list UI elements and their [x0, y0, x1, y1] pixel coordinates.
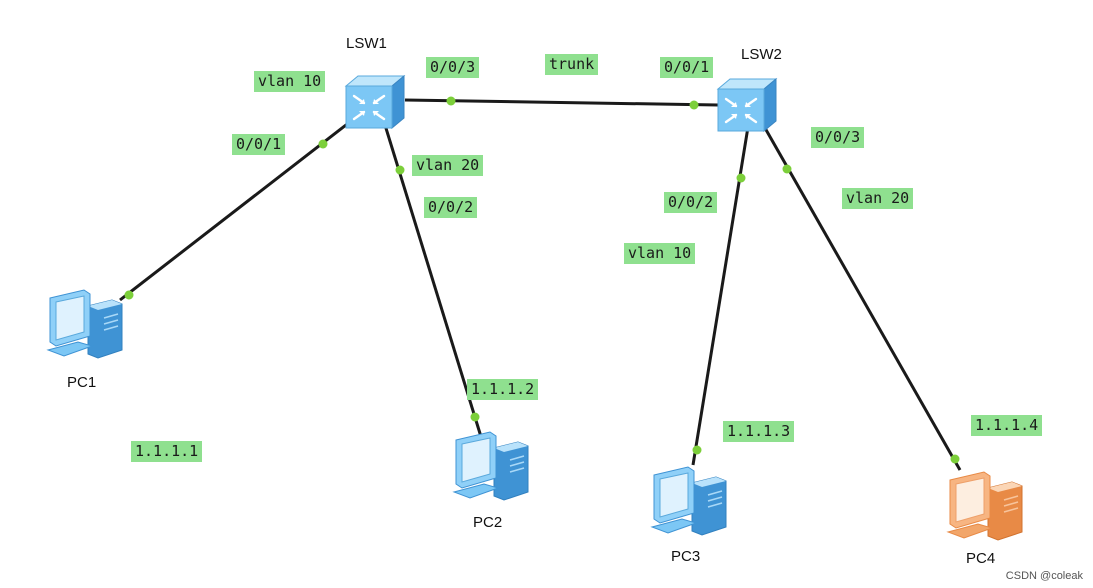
tag-lsw1-port-001: 0/0/1	[232, 134, 286, 155]
tag-lsw1-port-003: 0/0/3	[426, 57, 480, 78]
pc-label-pc4: PC4	[966, 550, 996, 567]
switch-label-lsw1: LSW1	[346, 35, 387, 52]
port-dot	[782, 164, 792, 174]
port-dot	[124, 290, 134, 300]
tag-lsw2-vlan20: vlan 20	[842, 188, 914, 209]
tag-lsw1-port-002: 0/0/2	[424, 197, 478, 218]
tag-lsw2-port-002: 0/0/2	[664, 192, 718, 213]
switch-icon[interactable]	[342, 72, 410, 132]
link-lsw2-pc4[interactable]	[763, 127, 962, 471]
port-dot	[395, 165, 405, 175]
tag-trunk: trunk	[545, 54, 599, 75]
switch-icon[interactable]	[714, 75, 782, 135]
link-lsw2-pc3[interactable]	[691, 126, 750, 466]
port-dot	[470, 412, 480, 422]
pc-label-pc3: PC3	[671, 548, 701, 565]
pc-label-pc1: PC1	[67, 374, 97, 391]
tag-lsw2-vlan10: vlan 10	[624, 243, 696, 264]
switch-label-lsw2: LSW2	[741, 46, 782, 63]
pc-icon[interactable]	[944, 470, 1026, 546]
link-lsw1-pc1[interactable]	[119, 116, 356, 302]
pc-icon[interactable]	[450, 430, 532, 506]
link-lsw1-lsw2[interactable]	[404, 98, 719, 107]
tag-pc2-ip: 1.1.1.2	[467, 379, 539, 400]
tag-pc4-ip: 1.1.1.4	[971, 415, 1043, 436]
tag-lsw2-port-003: 0/0/3	[811, 127, 865, 148]
tag-pc3-ip: 1.1.1.3	[723, 421, 795, 442]
pc-icon[interactable]	[648, 465, 730, 541]
port-dot	[736, 173, 746, 183]
port-dot	[318, 139, 328, 149]
tag-lsw2-port-001: 0/0/1	[660, 57, 714, 78]
pc-icon[interactable]	[44, 288, 126, 364]
tag-pc1-ip: 1.1.1.1	[131, 441, 203, 462]
pc-label-pc2: PC2	[473, 514, 503, 531]
tag-lsw1-vlan10: vlan 10	[254, 71, 326, 92]
port-dot	[446, 96, 456, 106]
watermark: CSDN @coleak	[1005, 570, 1083, 582]
tag-lsw1-vlan20: vlan 20	[412, 155, 484, 176]
port-dot	[689, 100, 699, 110]
link-lsw1-pc2[interactable]	[383, 124, 484, 441]
port-dot	[950, 454, 960, 464]
port-dot	[692, 445, 702, 455]
